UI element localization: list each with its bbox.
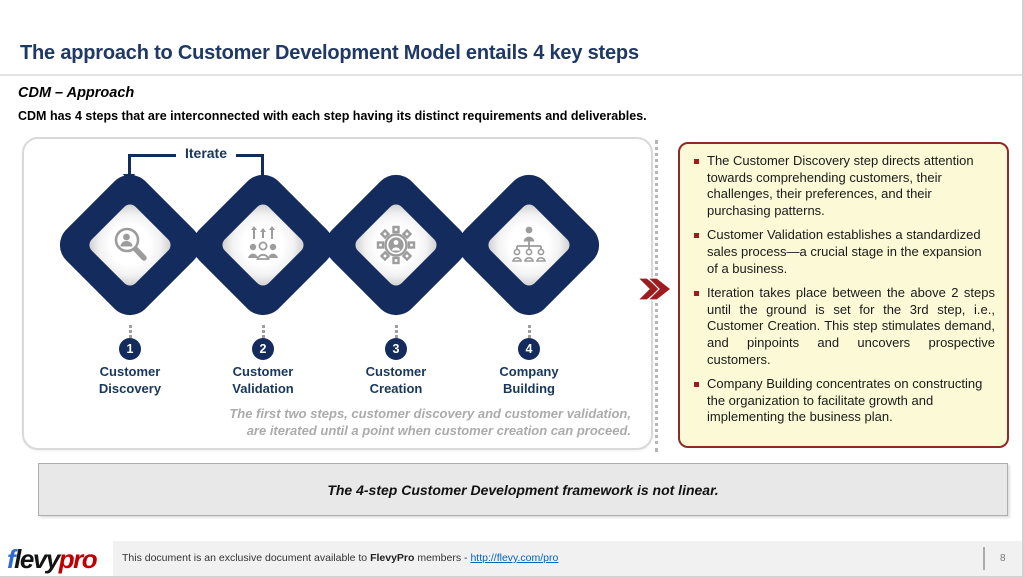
bullet-square-icon <box>694 382 699 388</box>
gear-person-icon <box>352 201 440 289</box>
bullet-square-icon <box>694 291 699 297</box>
footer-text-mid: members - <box>414 552 471 564</box>
diagram-panel: Iterate <box>22 137 653 450</box>
team-growth-icon <box>219 201 307 289</box>
footer-brand: FlevyPro <box>370 552 415 564</box>
callout-bullet: The Customer Discovery step directs atte… <box>692 153 995 219</box>
step-label: Customer Validation <box>232 364 294 396</box>
footer-link[interactable]: http://flevy.com/pro <box>470 552 559 564</box>
bullet-text: Iteration takes place between the above … <box>707 285 995 367</box>
bullet-square-icon <box>694 233 699 239</box>
footer-text-prefix: This document is an exclusive document a… <box>122 552 371 564</box>
iterate-bracket-left <box>128 154 176 176</box>
bullet-text: Customer Validation establishes a standa… <box>707 227 982 276</box>
step-number-badge: 3 <box>385 338 407 360</box>
bullet-square-icon <box>694 159 699 164</box>
step-connector <box>395 325 398 338</box>
tagline-bar: The 4-step Customer Development framewor… <box>38 463 1008 516</box>
bullet-text: Company Building concentrates on constru… <box>707 376 983 425</box>
step-label: Customer Discovery <box>98 364 162 396</box>
step-label: Customer Creation <box>365 364 427 396</box>
org-chart-icon <box>485 201 573 289</box>
forward-chevron-icon <box>636 272 674 311</box>
callout-bullet: Company Building concentrates on constru… <box>692 376 995 426</box>
logo-letter-f: f <box>7 544 16 574</box>
step-connector <box>129 325 132 338</box>
tagline-text: The 4-step Customer Development framewor… <box>327 481 719 498</box>
step-number-badge: 4 <box>518 338 540 360</box>
title-divider <box>0 74 1022 76</box>
step-connector <box>528 325 531 338</box>
section-label: CDM – Approach <box>18 85 135 101</box>
footer-divider <box>983 547 985 570</box>
step-label: Company Building <box>499 364 559 396</box>
flevypro-logo: flevypro <box>0 541 113 576</box>
step-connector <box>262 325 265 338</box>
footer-text: This document is an exclusive document a… <box>122 552 558 564</box>
slide-title: The approach to Customer Development Mod… <box>20 42 639 64</box>
iterate-bracket-right <box>236 154 264 176</box>
logo-pro: pro <box>58 544 98 574</box>
page-number: 8 <box>1000 553 1006 564</box>
bullet-text: The Customer Discovery step directs atte… <box>707 153 974 218</box>
footer: flevypro This document is an exclusive d… <box>0 541 1022 576</box>
step-number-badge: 1 <box>119 338 141 360</box>
diagram-note: The first two steps, customer discovery … <box>229 405 631 439</box>
step-number-badge: 2 <box>252 338 274 360</box>
iterate-label: Iterate <box>184 145 228 161</box>
callout-bullet: Customer Validation establishes a standa… <box>692 227 995 277</box>
logo-levy: levy <box>14 544 60 574</box>
lead-text: CDM has 4 steps that are interconnected … <box>18 109 647 123</box>
magnifier-person-icon <box>86 201 174 289</box>
callout-bullet: Iteration takes place between the above … <box>692 285 995 368</box>
callout-box: The Customer Discovery step directs atte… <box>678 142 1009 448</box>
